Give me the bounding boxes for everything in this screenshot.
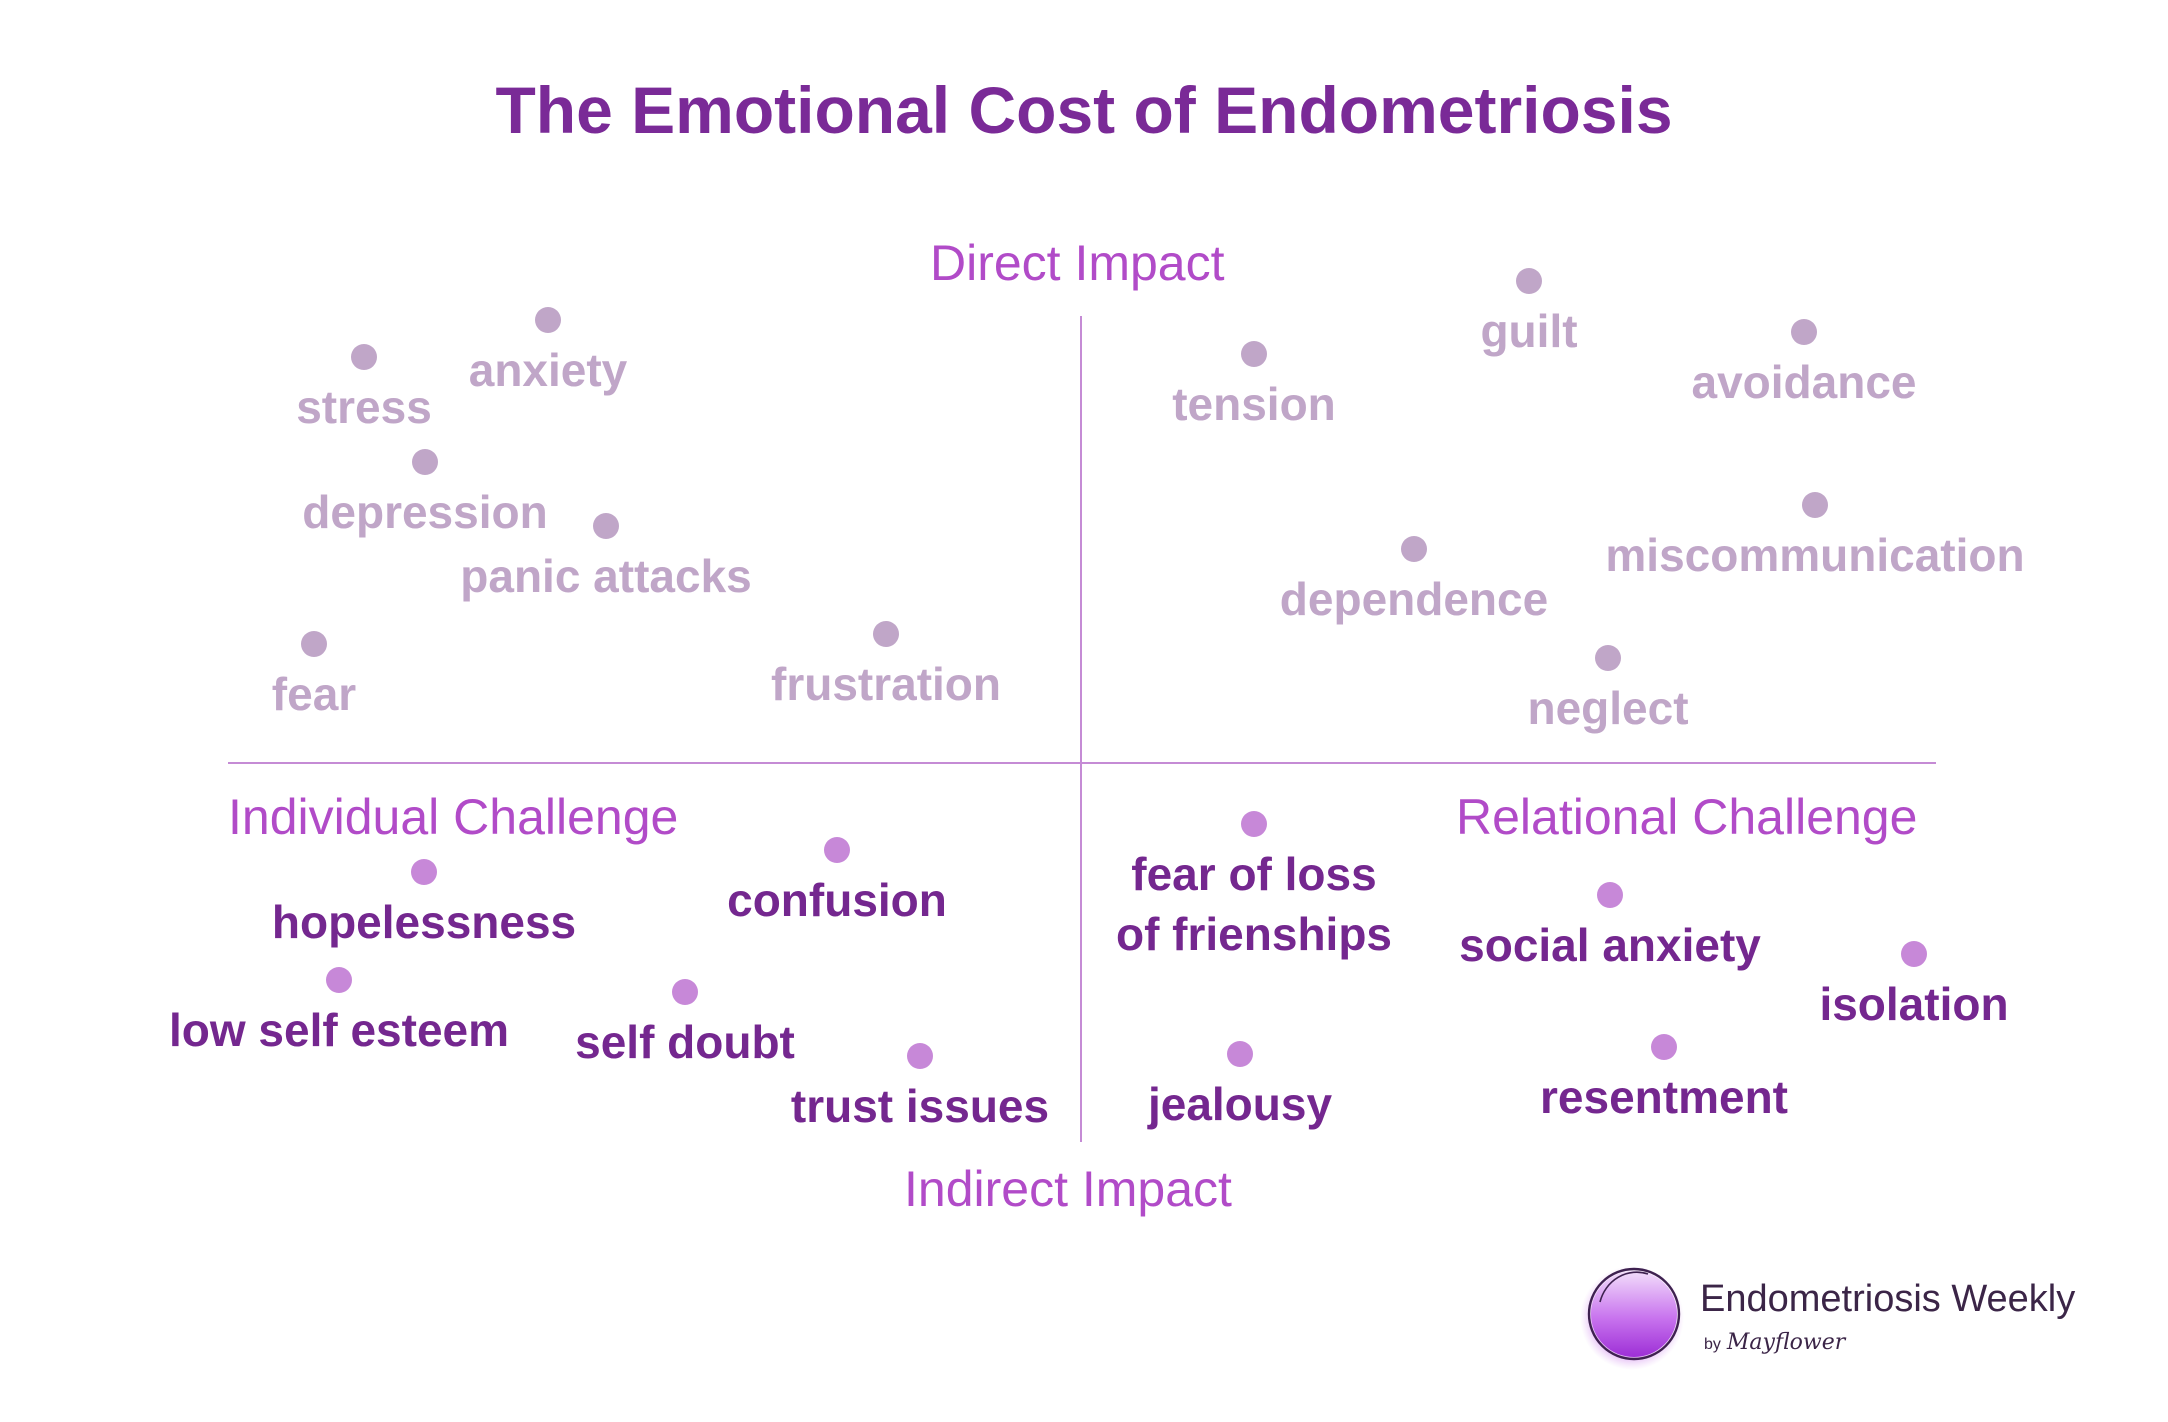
emotion-label: neglect <box>1527 682 1689 734</box>
emotion-dot <box>1791 319 1817 345</box>
emotion-dot <box>1597 882 1623 908</box>
emotion-dot <box>907 1043 933 1069</box>
axis-label-bottom: Indirect Impact <box>904 1161 1232 1217</box>
emotion-dot <box>1241 341 1267 367</box>
emotion-label: self doubt <box>575 1016 795 1068</box>
emotion-label: avoidance <box>1691 356 1917 408</box>
emotion-dot <box>672 979 698 1005</box>
axis-label-right: Relational Challenge <box>1456 789 1918 845</box>
emotion-dot <box>1401 536 1427 562</box>
axis-label-top: Direct Impact <box>930 235 1225 291</box>
emotion-dot <box>351 344 377 370</box>
emotion-dot <box>326 967 352 993</box>
emotion-dot <box>412 449 438 475</box>
emotion-dot <box>824 837 850 863</box>
emotion-dot <box>593 513 619 539</box>
emotion-dot <box>1241 811 1267 837</box>
emotion-label: fear of loss of frienships <box>1115 848 1393 960</box>
page-title: The Emotional Cost of Endometriosis <box>495 73 1673 147</box>
emotion-label: confusion <box>727 874 947 926</box>
emotion-label: depression <box>302 486 548 538</box>
emotion-label: trust issues <box>790 1080 1050 1132</box>
emotion-label: social anxiety <box>1459 919 1761 971</box>
emotion-dot <box>1802 492 1828 518</box>
emotion-label: frustration <box>771 658 1001 710</box>
brand-by: by <box>1704 1336 1721 1353</box>
emotion-label: dependence <box>1279 573 1549 625</box>
emotion-label: miscommunication <box>1605 529 2025 581</box>
vertical-axis-line <box>1080 316 1082 1142</box>
emotion-label: hopelessness <box>271 896 577 948</box>
emotion-dot <box>873 621 899 647</box>
emotion-dot <box>1516 268 1542 294</box>
brand-logo-icon <box>1580 1266 1684 1370</box>
emotion-label: jealousy <box>1147 1078 1333 1130</box>
emotion-dot <box>535 307 561 333</box>
emotion-label: guilt <box>1480 305 1578 357</box>
horizontal-axis-line <box>228 762 1936 764</box>
emotion-dot <box>1901 941 1927 967</box>
emotion-label: tension <box>1172 378 1336 430</box>
emotion-dot <box>1651 1034 1677 1060</box>
brand-byline: by Mayflower <box>1704 1330 1845 1355</box>
emotion-label: low self esteem <box>168 1004 510 1056</box>
brand-name: Endometriosis Weekly <box>1700 1278 2076 1320</box>
emotion-dot <box>1595 645 1621 671</box>
emotion-dot <box>411 859 437 885</box>
emotion-label: fear <box>271 668 357 720</box>
emotion-label: panic attacks <box>460 550 752 602</box>
emotion-label: isolation <box>1819 978 2009 1030</box>
emotion-label: resentment <box>1540 1071 1788 1123</box>
axis-label-left: Individual Challenge <box>228 789 679 845</box>
brand-maker: Mayflower <box>1726 1330 1846 1355</box>
emotion-dot <box>1227 1041 1253 1067</box>
emotion-label: anxiety <box>468 344 628 396</box>
emotion-dot <box>301 631 327 657</box>
emotion-label: stress <box>296 381 432 433</box>
